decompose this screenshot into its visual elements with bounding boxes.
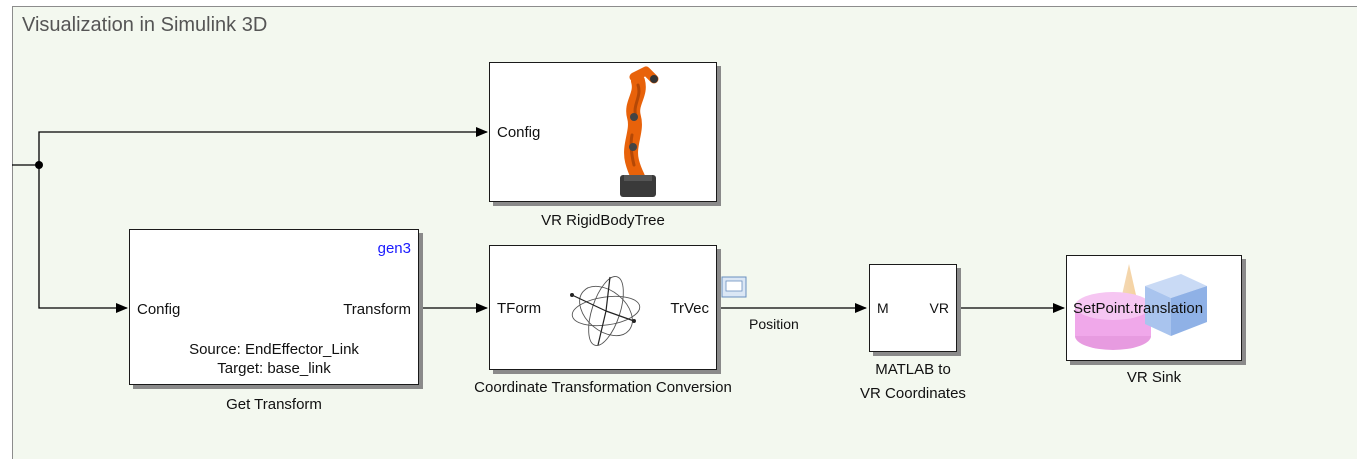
config-input-port: Config (137, 301, 181, 318)
branch-point (35, 161, 43, 169)
vr-scene-shapes-icon (1075, 264, 1207, 350)
matlab-to-vr-caption-line1: MATLAB to (875, 361, 951, 378)
robot-tag: gen3 (377, 240, 411, 257)
robot-arm-icon (620, 66, 659, 197)
coordinate-conversion-caption: Coordinate Transformation Conversion (474, 379, 732, 396)
vr-rigidbodytree-block[interactable]: Config (489, 62, 717, 202)
source-parameter: Source: EndEffector_Link (189, 341, 359, 358)
transform-output-port: Transform (343, 301, 411, 318)
matlab-to-vr-block[interactable]: M VR (869, 264, 957, 352)
vr-sink-block[interactable]: SetPoint.translation (1066, 255, 1242, 361)
config-line-to-vr-tree (38, 127, 488, 165)
tform-input-port: TForm (497, 300, 542, 317)
vr-sink-caption: VR Sink (1126, 369, 1182, 386)
coordinate-conversion-block[interactable]: TForm TrVec (489, 245, 717, 370)
vr-rigidbodytree-caption: VR RigidBodyTree (541, 212, 665, 229)
m-input-port: M (877, 300, 889, 316)
matlab-to-vr-caption-line2: VR Coordinates (860, 385, 966, 402)
setpoint-translation-input-port: SetPoint.translation (1073, 300, 1204, 317)
viewer-icon (721, 276, 747, 298)
config-input-port: Config (497, 124, 541, 141)
get-transform-block[interactable]: gen3 Config Transform Source: EndEffecto… (129, 229, 419, 385)
get-transform-caption: Get Transform (226, 396, 322, 413)
vr-output-port: VR (929, 300, 949, 316)
position-signal-label: Position (749, 316, 799, 332)
trvec-output-port: TrVec (670, 300, 709, 317)
config-line-to-get-transform (38, 165, 128, 313)
target-parameter: Target: base_link (217, 360, 331, 377)
subsystem-title: Visualization in Simulink 3D (22, 14, 268, 36)
rotation-axes-icon (570, 276, 641, 346)
